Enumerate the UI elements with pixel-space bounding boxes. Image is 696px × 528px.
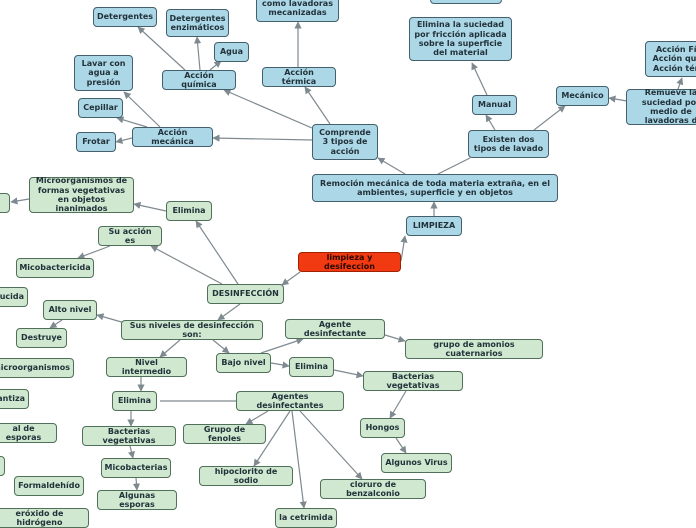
algunos-virus-node[interactable]: Algunos Virus — [381, 453, 452, 473]
tipos-lavado-node[interactable]: Existen dos tipos de lavado — [468, 130, 549, 158]
connector-line — [389, 390, 407, 419]
destruye-node[interactable]: Destruye — [16, 328, 67, 348]
garantiza-partial-node[interactable]: antiza — [0, 389, 29, 409]
alto-nivel-node[interactable]: Alto nivel — [43, 300, 97, 320]
cloruro-benzalconio-node[interactable]: cloruro de benzalconio — [320, 479, 426, 499]
accion-es-node[interactable]: Su acción es — [98, 226, 162, 246]
cepillar-node[interactable]: Cepillar — [78, 98, 123, 118]
connector-line — [291, 410, 307, 509]
peroxido-hidrogeno-partial-node[interactable]: eróxido de hidrógeno — [0, 508, 89, 528]
accion-termica-node[interactable]: Acción térmica — [262, 67, 336, 87]
hipoclorito-node[interactable]: hipoclorito de sodio — [199, 466, 293, 486]
agua-node[interactable]: Agua — [214, 42, 249, 62]
limpieza-definition-node[interactable]: Remoción mecánica de toda materia extrañ… — [312, 174, 558, 202]
connector-line — [245, 410, 269, 425]
hongos-node[interactable]: Hongos — [360, 418, 405, 438]
grupo-fenoles-node[interactable]: Grupo de fenoles — [183, 424, 266, 444]
connector-line — [299, 410, 363, 480]
connector-line — [194, 36, 202, 71]
connector-line — [333, 369, 364, 379]
connector-line — [253, 410, 291, 467]
accion-mecanica-node[interactable]: Acción mecánica — [132, 127, 213, 147]
connector-line — [132, 477, 141, 491]
detergentes-enzimaticos-node[interactable]: Detergentes enzimáticos — [166, 9, 229, 37]
micobacterias-node[interactable]: Micobacterias — [101, 458, 171, 478]
bacterias-vegetativas-mid-node[interactable]: Bacterias vegetativas — [82, 426, 176, 446]
connector-line — [212, 134, 313, 142]
microorganismos-partial-node[interactable]: microorganismos — [0, 358, 74, 378]
niveles-node[interactable]: Sus niveles de desinfección son: — [121, 320, 263, 340]
connector-line — [209, 60, 222, 71]
manual-top-partial-node — [430, 0, 502, 4]
connector-line — [127, 445, 135, 459]
lavar-con-agua-node[interactable]: Lavar con agua a presión — [74, 55, 133, 91]
mecanico-node[interactable]: Mecánico — [556, 86, 609, 106]
connector-line — [10, 197, 30, 205]
connector-line — [437, 157, 471, 175]
connector-line — [676, 77, 684, 90]
root-node[interactable]: limpieza y desifeccion — [298, 252, 401, 272]
connector-line — [384, 334, 406, 343]
cetrimida-node[interactable]: la cetrimida — [275, 508, 337, 528]
accion-quimica-node[interactable]: Acción química — [162, 70, 236, 90]
left-small-partial-node — [0, 456, 5, 476]
connector-line — [533, 105, 566, 131]
connector-line — [304, 86, 331, 125]
comprende-node[interactable]: Comprende 3 tipos de acción — [312, 124, 378, 160]
connector-line — [395, 437, 407, 454]
agente-desinfectante-node[interactable]: Agente desinfectante — [285, 319, 385, 339]
connector-line — [212, 339, 230, 354]
esporas-partial-node[interactable]: al de esporas — [0, 423, 57, 443]
connector-line — [281, 271, 301, 286]
manual-description-node[interactable]: Elimina la suciedad por fricción aplicad… — [409, 17, 512, 61]
connector-line — [260, 337, 304, 354]
detergentes-node[interactable]: Detergentes — [93, 7, 157, 27]
algunas-esporas-node[interactable]: Algunas esporas — [97, 490, 177, 510]
nivel-intermedio-node[interactable]: Nivel intermedio — [106, 357, 187, 377]
microorganismos-vegetativas-node[interactable]: Microorganismos de formas vegetativas en… — [29, 176, 134, 213]
connector-line — [377, 157, 406, 175]
bacterias-vegetativas-low-node[interactable]: Bacterias vegetativas — [363, 371, 463, 391]
connector-line — [115, 136, 133, 144]
connector-line — [150, 245, 223, 285]
connector-line — [608, 95, 628, 103]
left-edge-partial-node — [0, 193, 10, 213]
amonios-cuaternarios-node[interactable]: grupo de amonios cuaternarios — [405, 339, 543, 359]
elimina-low-node[interactable]: Elimina — [289, 357, 334, 377]
connector-line — [485, 114, 496, 131]
connector-line — [77, 245, 111, 260]
elimina-mid-node[interactable]: Elimina — [112, 391, 157, 411]
connector-line — [96, 313, 126, 324]
mecanico-description-node[interactable]: Remueve la suciedad por medio de lavador… — [626, 88, 696, 125]
connector-line — [116, 116, 148, 128]
connector-line — [137, 26, 186, 71]
connector-line — [159, 339, 181, 358]
connector-line — [49, 319, 63, 329]
elimina-top-node[interactable]: Elimina — [166, 201, 212, 221]
limpieza-node[interactable]: LIMPIEZA — [406, 216, 462, 236]
connector-line — [217, 303, 241, 321]
desinfeccion-node[interactable]: DESINFECCIÓN — [207, 284, 284, 304]
frotar-node[interactable]: Frotar — [76, 132, 116, 152]
bajo-nivel-node[interactable]: Bajo nivel — [216, 353, 271, 373]
connector-line — [400, 235, 408, 262]
connector-line — [270, 361, 290, 369]
agentes-desinfectantes-node[interactable]: Agentes desinfectantes — [236, 391, 344, 411]
acciones-fisica-quimica-termica-node[interactable]: Acción Físi Acción quím Acción térm — [645, 41, 696, 77]
manual-node[interactable]: Manual — [472, 95, 517, 115]
formaldehido-node[interactable]: Formaldehído — [14, 476, 84, 496]
connector-line — [195, 220, 239, 285]
connector-line — [123, 91, 161, 128]
fungicida-partial-node[interactable]: rucida — [0, 287, 28, 307]
micobactericida-node[interactable]: Micobactericida — [16, 258, 94, 278]
connector-line — [471, 62, 488, 96]
lavadoras-mecanizadas-node[interactable]: como lavadoras mecanizadas — [256, 0, 339, 22]
connector-line — [133, 201, 167, 212]
connector-line — [223, 89, 313, 129]
